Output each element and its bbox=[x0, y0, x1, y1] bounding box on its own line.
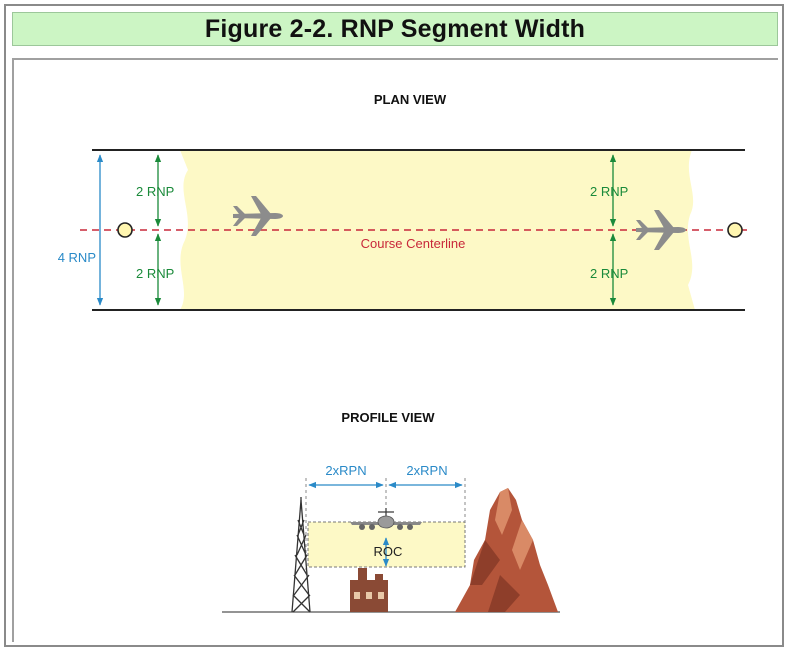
left-upper-half-width-label: 2 RNP bbox=[136, 184, 174, 199]
plan-corridor bbox=[180, 150, 695, 310]
aircraft-right-icon bbox=[636, 210, 686, 250]
centerline-label: Course Centerline bbox=[361, 236, 466, 251]
aircraft-front-icon bbox=[350, 508, 422, 530]
building-icon bbox=[350, 568, 388, 612]
plan-view-heading: PLAN VIEW bbox=[374, 92, 447, 107]
aircraft-left-icon bbox=[233, 196, 283, 236]
mountain-icon bbox=[455, 488, 558, 612]
right-upper-half-width-label: 2 RNP bbox=[590, 184, 628, 199]
left-lower-half-width-label: 2 RNP bbox=[136, 266, 174, 281]
profile-view-heading: PROFILE VIEW bbox=[341, 410, 435, 425]
left-width-label: 2xRPN bbox=[325, 463, 366, 478]
roc-label: ROC bbox=[374, 544, 403, 559]
right-lower-half-width-label: 2 RNP bbox=[590, 266, 628, 281]
end-waypoint-icon bbox=[727, 222, 743, 238]
start-waypoint-icon bbox=[117, 222, 133, 238]
tower-icon bbox=[291, 497, 311, 613]
right-width-label: 2xRPN bbox=[406, 463, 447, 478]
total-width-label: 4 RNP bbox=[58, 250, 96, 265]
figure-title-bar: Figure 2-2. RNP Segment Width bbox=[12, 12, 778, 46]
figure-title: Figure 2-2. RNP Segment Width bbox=[204, 14, 586, 43]
